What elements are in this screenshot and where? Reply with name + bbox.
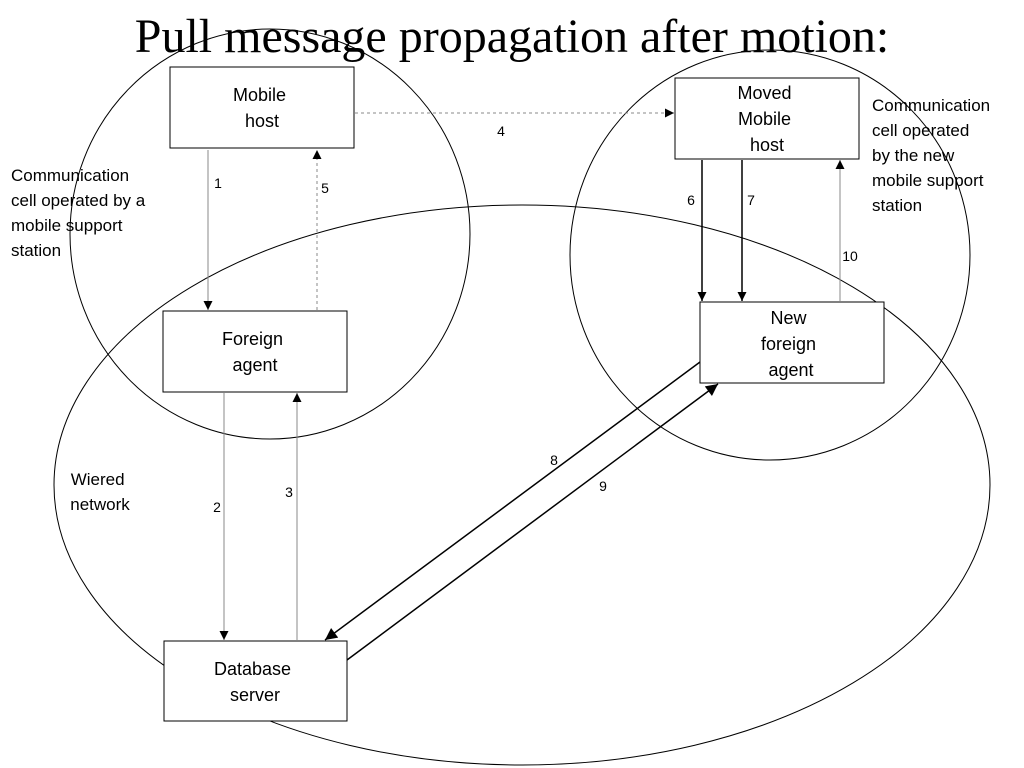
message-7-label: 7 <box>747 192 755 208</box>
new-foreign-agent-node: New foreign agent <box>699 301 885 384</box>
old-cell-annotation-line: mobile support <box>11 216 123 235</box>
message-2-label: 2 <box>213 499 221 515</box>
new-cell-circle <box>569 49 971 461</box>
database-server-label-line: server <box>230 685 280 705</box>
message-9-arrow <box>346 383 719 661</box>
mobile-host-label-line: host <box>245 111 279 131</box>
wired-network-annotation-line: network <box>70 495 130 514</box>
old-cell-annotation-line: cell operated by a <box>11 191 146 210</box>
database-server-node: Database server <box>163 640 348 722</box>
moved-mobile-host-node: Moved Mobile host <box>674 77 860 160</box>
new-cell-annotation: Communication cell operated by the new m… <box>872 96 995 215</box>
moved-mobile-host-label-line: Moved <box>737 83 791 103</box>
new-foreign-agent-label-line: agent <box>768 360 813 380</box>
foreign-agent-node: Foreign agent <box>162 310 348 393</box>
new-cell-annotation-line: cell operated <box>872 121 969 140</box>
moved-mobile-host-label-line: host <box>750 135 784 155</box>
message-8-arrow <box>324 361 701 641</box>
wired-network-annotation: Wiered network <box>70 470 130 514</box>
message-3-label: 3 <box>285 484 293 500</box>
foreign-agent-label-line: agent <box>232 355 277 375</box>
message-5-label: 5 <box>321 180 329 196</box>
new-cell-annotation-line: station <box>872 196 922 215</box>
foreign-agent-label-line: Foreign <box>222 329 283 349</box>
message-9-label: 9 <box>599 478 607 494</box>
new-cell-annotation-line: Communication <box>872 96 990 115</box>
message-4-label: 4 <box>497 123 505 139</box>
new-foreign-agent-label-line: foreign <box>761 334 816 354</box>
svg-text:Foreign agent: Foreign agent <box>222 329 288 375</box>
mobile-host-label-line: Mobile <box>233 85 286 105</box>
message-10-label: 10 <box>842 248 858 264</box>
old-cell-circle <box>69 28 471 440</box>
wired-network-ellipse <box>53 204 991 766</box>
page-title: Pull message propagation after motion: <box>135 10 890 63</box>
svg-text:Mobile host: Mobile host <box>233 85 291 131</box>
svg-text:Database server: Database server <box>214 659 296 705</box>
new-cell-annotation-line: mobile support <box>872 171 984 190</box>
wired-network-annotation-line: Wiered <box>71 470 125 489</box>
new-cell-annotation-line: by the new <box>872 146 955 165</box>
old-cell-annotation: Communication cell operated by a mobile … <box>11 166 150 260</box>
old-cell-annotation-line: Communication <box>11 166 129 185</box>
svg-text:New foreign agent: New foreign agent <box>761 308 821 380</box>
message-6-label: 6 <box>687 192 695 208</box>
message-1-label: 1 <box>214 175 222 191</box>
database-server-label-line: Database <box>214 659 291 679</box>
mobile-host-node: Mobile host <box>169 66 355 149</box>
new-foreign-agent-label-line: New <box>770 308 807 328</box>
old-cell-annotation-line: station <box>11 241 61 260</box>
moved-mobile-host-label-line: Mobile <box>738 109 791 129</box>
svg-text:Moved Mobile host: Moved Mobile host <box>737 83 796 155</box>
message-8-label: 8 <box>550 452 558 468</box>
